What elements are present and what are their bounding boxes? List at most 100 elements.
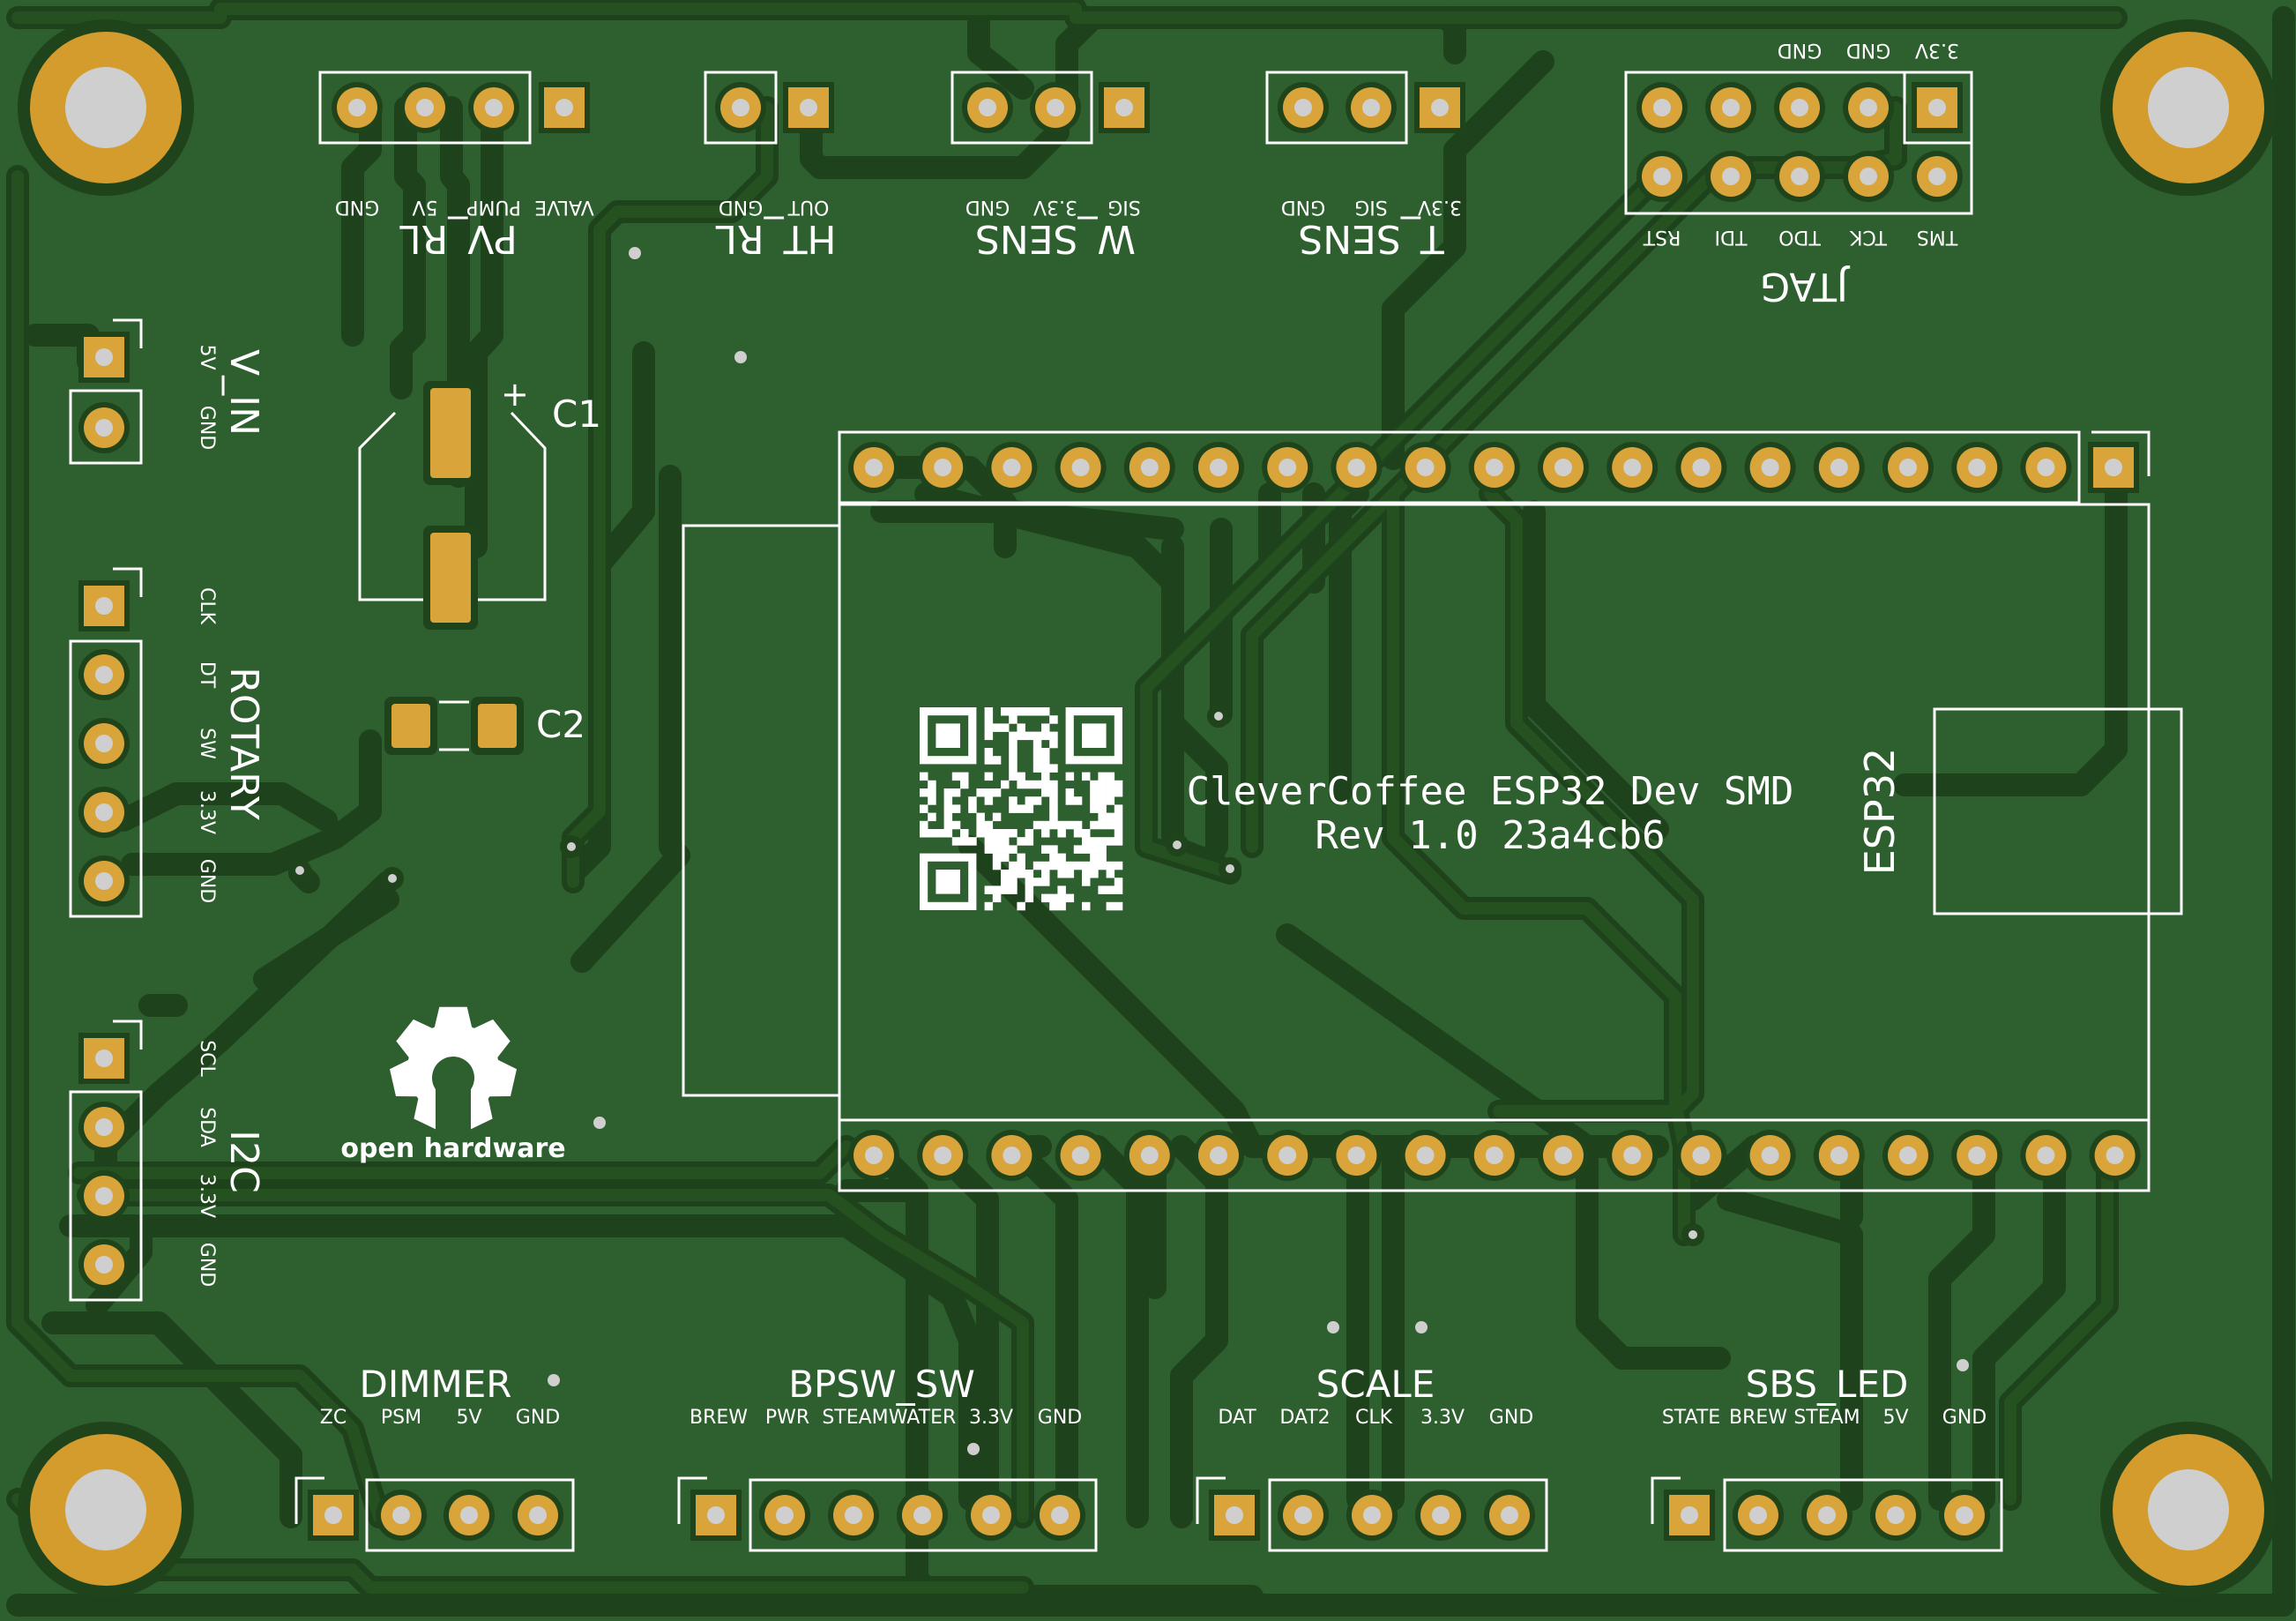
pin-pad-square bbox=[1209, 1490, 1260, 1541]
pin-label: GND bbox=[196, 1243, 218, 1287]
pin-pad bbox=[78, 718, 130, 769]
pin-pad bbox=[1346, 82, 1397, 133]
header-reference-label: T_SENS bbox=[1298, 216, 1444, 261]
capacitor-c1: + C1 bbox=[358, 375, 601, 630]
header-reference-label: BPSW_SW bbox=[788, 1363, 975, 1406]
pin-label: DAT2 bbox=[1279, 1407, 1330, 1429]
pin-pad bbox=[78, 787, 130, 838]
c2-reference-label: C2 bbox=[536, 703, 585, 746]
pin-pad bbox=[1346, 1490, 1398, 1541]
pin-pad-square bbox=[78, 580, 130, 631]
open-hardware-logo: open hardware bbox=[340, 1006, 566, 1164]
pin-pad bbox=[468, 82, 519, 133]
mounting-holes bbox=[18, 19, 2277, 1598]
esp32-top-pin-row bbox=[848, 442, 2139, 493]
esp32-pin-pad bbox=[1951, 442, 2003, 493]
pin-pad-square bbox=[78, 1033, 130, 1084]
header-reference-label: I2C bbox=[221, 1130, 266, 1193]
capacitor-c2: C2 bbox=[384, 697, 585, 755]
pin-label: 5V bbox=[1882, 1407, 1908, 1429]
mounting-hole-top-left bbox=[18, 19, 194, 196]
jtag-pin-pad bbox=[1774, 151, 1825, 202]
esp32-pin-pad bbox=[2089, 1130, 2141, 1181]
esp32-usb-outline bbox=[682, 524, 841, 1097]
pin-pad bbox=[1733, 1490, 1784, 1541]
pin-pad bbox=[1278, 82, 1329, 133]
esp32-pin-pad bbox=[1675, 1130, 1727, 1181]
pin-pad bbox=[332, 82, 383, 133]
pin-label: CLK bbox=[196, 587, 218, 625]
jtag-top-pin-label: GND bbox=[1846, 39, 1890, 61]
qr-code bbox=[920, 707, 1123, 911]
pin-label: GND bbox=[1489, 1407, 1533, 1429]
esp32-bottom-row-outline bbox=[838, 1118, 2151, 1192]
pin-pad bbox=[1034, 1490, 1085, 1541]
pin-label: 3.3V bbox=[196, 1174, 218, 1218]
pin-pad-square bbox=[1099, 82, 1150, 133]
c1-reference-label: C1 bbox=[552, 392, 601, 436]
pin-pad-square bbox=[783, 82, 834, 133]
pin-label: BREW bbox=[1729, 1407, 1787, 1429]
jtag-pin-pad bbox=[1912, 151, 1963, 202]
jtag-bottom-pin-label: TCK bbox=[1849, 226, 1888, 248]
pin-label: GND bbox=[965, 196, 1010, 218]
esp32-pin-pad bbox=[1468, 442, 1520, 493]
pin-label: OUT bbox=[787, 196, 829, 218]
esp32-pin-pad bbox=[1399, 1130, 1451, 1181]
esp32-pin-pad bbox=[986, 1130, 1038, 1181]
jtag-pin-pad bbox=[1843, 151, 1894, 202]
vias bbox=[288, 247, 1969, 1455]
jtag-bottom-pin-label: TMS bbox=[1917, 226, 1958, 248]
open-hardware-gear-icon bbox=[390, 1006, 517, 1141]
jtag-bottom-pin-label: TDI bbox=[1715, 226, 1748, 248]
jtag-pin-pad bbox=[1705, 82, 1756, 133]
esp32-pin-pad bbox=[917, 1130, 969, 1181]
esp32-pin-pad bbox=[1193, 442, 1244, 493]
jtag-pin-pad bbox=[1774, 82, 1825, 133]
esp32-pin-pad bbox=[1606, 1130, 1659, 1181]
jtag-pin-pad bbox=[1636, 82, 1688, 133]
pin-label: GND bbox=[196, 859, 218, 903]
pin-pad bbox=[1030, 82, 1081, 133]
esp32-pin-pad bbox=[1193, 1130, 1244, 1181]
esp32-pin-pad bbox=[1055, 442, 1107, 493]
esp32-pin-pad bbox=[848, 442, 899, 493]
pin-pad bbox=[444, 1490, 495, 1541]
pin-pad bbox=[1415, 1490, 1466, 1541]
pin-label: WATER bbox=[889, 1407, 957, 1429]
header-reference-label: DIMMER bbox=[360, 1363, 512, 1406]
pin-label: SIG bbox=[1354, 196, 1388, 218]
esp32-pin-pad bbox=[1331, 442, 1383, 493]
jtag-bottom-pin-label: RST bbox=[1643, 226, 1681, 248]
esp32-top-row-outline bbox=[838, 430, 2081, 504]
pin-pad bbox=[78, 1170, 130, 1221]
c1-negative-pad bbox=[430, 533, 471, 623]
esp32-antenna-outline bbox=[1933, 707, 2183, 915]
esp32-pin-pad bbox=[1538, 1130, 1589, 1181]
esp32-pin-pad bbox=[1538, 442, 1589, 493]
esp32-pin-pad-square bbox=[2088, 442, 2139, 493]
header-reference-label: HT_RL bbox=[715, 216, 837, 261]
esp32-pin-pad bbox=[1468, 1130, 1520, 1181]
pin-pad-square bbox=[308, 1490, 359, 1541]
pin-pad bbox=[78, 1239, 130, 1290]
pin-label: STEAM bbox=[1793, 1407, 1860, 1429]
pin-pad-square bbox=[78, 332, 130, 383]
pin-pad bbox=[78, 649, 130, 700]
header-reference-label: SBS_LED bbox=[1746, 1363, 1909, 1406]
header-reference-label: W_SENS bbox=[975, 216, 1136, 261]
pin-label: 3.3V bbox=[1418, 196, 1462, 218]
c1-polarity-mark: + bbox=[501, 375, 529, 414]
esp32-module: ESP32 bbox=[682, 430, 2183, 1192]
pin-label: GND bbox=[1281, 196, 1325, 218]
pin-label: GND bbox=[196, 406, 218, 450]
esp32-pin-pad bbox=[1813, 442, 1865, 493]
header-reference-label: V_IN bbox=[221, 349, 266, 436]
